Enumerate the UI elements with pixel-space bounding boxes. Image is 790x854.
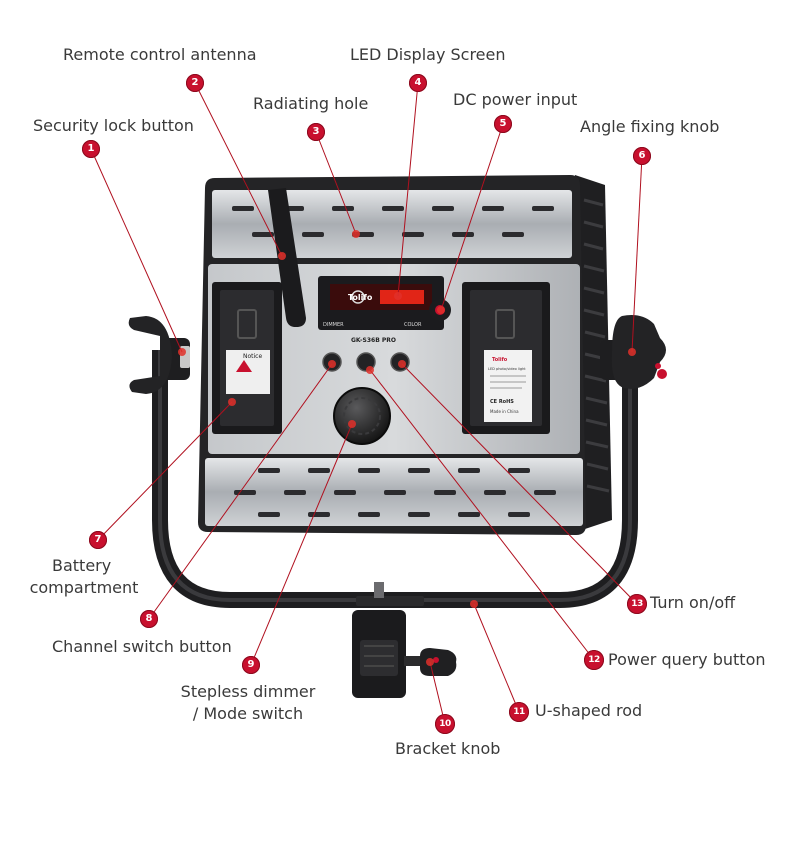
badge-2: 2 bbox=[186, 74, 204, 92]
leader-line-13 bbox=[401, 363, 638, 605]
target-dot-12 bbox=[366, 366, 374, 374]
label-turn-on-off: Turn on/off bbox=[650, 593, 736, 612]
target-dot-5 bbox=[437, 306, 445, 314]
leader-line-2 bbox=[194, 82, 283, 257]
target-dot-6 bbox=[628, 348, 636, 356]
label-u-shaped-rod: U-shaped rod bbox=[535, 701, 643, 720]
battery-compartment-left bbox=[212, 282, 282, 434]
badge-11: 11 bbox=[509, 702, 529, 722]
radiating-holes-top bbox=[232, 206, 554, 237]
badge-7: 7 bbox=[89, 531, 107, 549]
display-color-label: COLOR bbox=[404, 322, 422, 328]
label-power-query-button: Power query button bbox=[608, 650, 766, 669]
spec-made: Made in China bbox=[490, 409, 519, 414]
label-channel-switch-button: Channel switch button bbox=[52, 637, 232, 656]
target-dot-11 bbox=[470, 600, 478, 608]
display-brand: Tolifo bbox=[348, 293, 373, 302]
leader-line-1 bbox=[90, 148, 183, 353]
label-battery-compartment: Battery compartment bbox=[20, 555, 148, 599]
battery-compartment-right bbox=[462, 282, 550, 434]
remote-control-antenna bbox=[268, 188, 306, 327]
spec-title: LED photo/video light bbox=[488, 367, 526, 371]
leader-line-8 bbox=[148, 363, 333, 620]
label-dimmer-line-2: / Mode switch bbox=[192, 704, 304, 723]
label-remote-control-antenna: Remote control antenna bbox=[63, 45, 257, 64]
target-dot-1 bbox=[178, 348, 186, 356]
stepless-dimmer-knob bbox=[333, 387, 391, 445]
leader-line-6 bbox=[631, 155, 643, 353]
badge-1: 1 bbox=[82, 140, 100, 158]
leader-line-7 bbox=[97, 401, 233, 541]
badge-4: 4 bbox=[409, 74, 427, 92]
target-dot-7 bbox=[228, 398, 236, 406]
spigot bbox=[374, 582, 384, 598]
radiating-holes-bottom bbox=[234, 468, 556, 517]
label-bracket-knob: Bracket knob bbox=[395, 739, 501, 758]
stand-mount-plate bbox=[356, 596, 424, 606]
label-dimmer-line-1: Stepless dimmer bbox=[180, 682, 316, 701]
label-stepless-dimmer: Stepless dimmer / Mode switch bbox=[168, 681, 328, 725]
leader-lines bbox=[90, 82, 643, 725]
spec-brand: Tolifo bbox=[492, 357, 508, 363]
target-dot-3 bbox=[352, 230, 360, 238]
leader-line-3 bbox=[315, 131, 357, 235]
display-dimmer-label: DIMMER bbox=[323, 322, 344, 328]
label-dc-power-input: DC power input bbox=[453, 90, 578, 109]
leader-line-11 bbox=[473, 603, 520, 713]
target-dot-8 bbox=[328, 360, 336, 368]
target-dot-13 bbox=[398, 360, 406, 368]
cert-marks: CE RoHS bbox=[490, 399, 514, 405]
target-dot-9 bbox=[348, 420, 356, 428]
callout-dots bbox=[178, 230, 636, 666]
angle-fixing-knob bbox=[611, 315, 666, 389]
leader-line-4 bbox=[397, 82, 419, 297]
badge-13: 13 bbox=[627, 594, 647, 614]
leader-line-9 bbox=[250, 423, 353, 666]
label-radiating-hole: Radiating hole bbox=[253, 94, 369, 113]
badge-9: 9 bbox=[242, 656, 260, 674]
badge-8: 8 bbox=[140, 610, 158, 628]
label-led-display-screen: LED Display Screen bbox=[350, 45, 506, 64]
badge-6: 6 bbox=[633, 147, 651, 165]
security-lock-knob bbox=[128, 316, 172, 394]
notice-label: Notice bbox=[243, 353, 262, 360]
badge-3: 3 bbox=[307, 123, 325, 141]
badge-10: 10 bbox=[435, 714, 455, 734]
leader-line-12 bbox=[369, 369, 595, 661]
leader-line-5 bbox=[440, 123, 504, 311]
target-dot-2 bbox=[278, 252, 286, 260]
badge-5: 5 bbox=[494, 115, 512, 133]
label-battery-line-1: Battery bbox=[52, 556, 112, 575]
label-angle-fixing-knob: Angle fixing knob bbox=[580, 117, 720, 136]
target-dot-4 bbox=[394, 292, 402, 300]
label-security-lock-button: Security lock button bbox=[33, 116, 194, 135]
leader-line-10 bbox=[429, 661, 446, 725]
side-fins bbox=[583, 198, 610, 493]
target-dot-10 bbox=[426, 658, 434, 666]
badge-12: 12 bbox=[584, 650, 604, 670]
model-label: GK-S36B PRO bbox=[351, 337, 396, 344]
label-battery-line-2: compartment bbox=[29, 578, 139, 597]
